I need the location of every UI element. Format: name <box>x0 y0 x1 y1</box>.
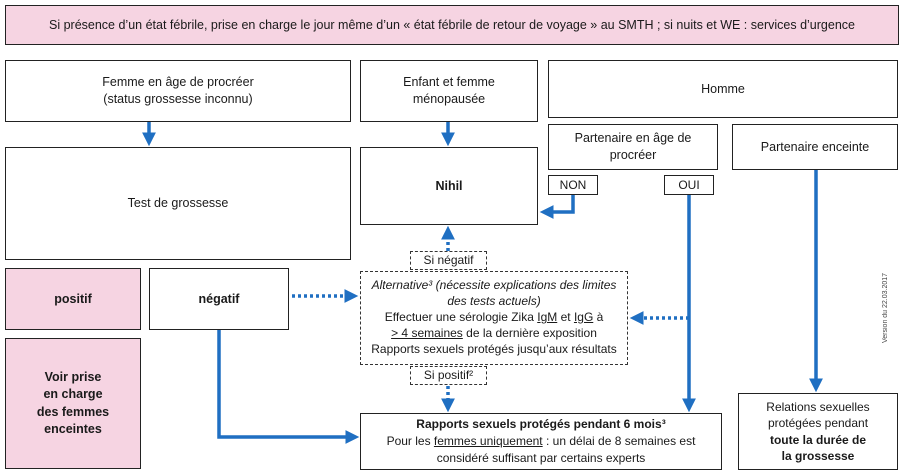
enfant-menopausee-box: Enfant et femme ménopausée <box>360 60 538 122</box>
alternative-note: (nécessite explications des limites <box>432 278 617 293</box>
homme-label: Homme <box>701 81 745 96</box>
voir-prise-box: Voir prise en charge des femmes enceinte… <box>5 338 141 469</box>
test-grossesse-label: Test de grossesse <box>127 196 229 211</box>
relations-box: Relations sexuelles protégées pendant to… <box>738 393 898 470</box>
relations-line4: la grossesse <box>781 448 855 463</box>
arrow-negatif-rapports <box>217 330 360 444</box>
banner-text: Si présence d’un état fébrile, prise en … <box>49 17 855 32</box>
partenaire-enceinte-box: Partenaire enceinte <box>732 124 898 170</box>
partenaire-enceinte-label: Partenaire enceinte <box>760 139 870 154</box>
alternative-box: Alternative³ (nécessite explications des… <box>360 271 628 365</box>
femme-procreer-box: Femme en âge de procréer (status grosses… <box>5 60 351 122</box>
rapports-line1c: : un délai de 8 semaines est <box>542 434 696 449</box>
si-positif-box: Si positif² <box>410 366 487 385</box>
alternative-note2: des tests actuels) <box>447 294 541 309</box>
fever-banner: Si présence d’un état fébrile, prise en … <box>5 5 899 45</box>
alternative-serologie: Effectuer une sérologie Zika IgM et IgG … <box>385 310 604 326</box>
voir-line2: en charge <box>43 387 103 401</box>
relations-line1: Relations sexuelles <box>766 400 870 415</box>
enfant-line1: Enfant et femme <box>403 75 495 90</box>
test-grossesse-box: Test de grossesse <box>5 147 351 260</box>
rapports-line2: considéré suffisant par certains experts <box>436 450 646 465</box>
rapports-title: Rapports sexuels protégés pendant 6 mois… <box>416 417 666 432</box>
rapports-box: Rapports sexuels protégés pendant 6 mois… <box>360 413 722 470</box>
rapports-femmes: femmes uniquement <box>433 434 543 449</box>
serologie-a: Effectuer une sérologie Zika <box>384 310 538 325</box>
voir-line3: des femmes <box>36 404 110 419</box>
non-label: NON <box>559 177 587 192</box>
nihil-label: Nihil <box>435 178 463 193</box>
femme-line2: (status grossesse inconnu) <box>103 92 253 106</box>
oui-box: OUI <box>664 175 714 195</box>
negatif-label: négatif <box>198 291 240 306</box>
partenaire-procreer-box: Partenaire en âge de procréer <box>548 124 718 170</box>
alternative-title: Alternative³ <box>371 278 433 293</box>
serologie-e: à <box>593 310 604 325</box>
si-positif-label: Si positif² <box>423 368 474 383</box>
rapports-line1: Pour les femmes uniquement : un délai de… <box>387 433 696 450</box>
rapports-line1a: Pour les <box>386 434 434 449</box>
partenaire-procreer-line1: Partenaire en âge de <box>574 131 692 146</box>
positif-label: positif <box>54 291 92 306</box>
serologie-c: et <box>557 310 574 325</box>
alternative-rapports: Rapports sexuels protégés jusqu’aux résu… <box>371 341 617 356</box>
delai-semaines: > 4 semaines <box>391 325 463 340</box>
voir-line4: enceintes <box>44 422 102 436</box>
nihil-box: Nihil <box>360 147 538 225</box>
serologie-igg: IgG <box>573 310 594 325</box>
enfant-line2: ménopausée <box>412 92 486 106</box>
voir-line1: Voir prise <box>44 369 102 384</box>
positif-box: positif <box>5 268 141 330</box>
relations-line3: toute la durée de <box>769 432 867 447</box>
femme-line1: Femme en âge de procréer <box>102 75 254 90</box>
arrow-non-nihil <box>539 195 575 219</box>
si-negatif-box: Si négatif <box>410 251 487 270</box>
alternative-delai: > 4 semaines de la dernière exposition <box>391 326 597 342</box>
relations-line2: protégées pendant <box>767 416 869 431</box>
non-box: NON <box>548 175 598 195</box>
negatif-box: négatif <box>149 268 289 330</box>
homme-box: Homme <box>548 60 898 118</box>
partenaire-procreer-line2: procréer <box>609 148 657 162</box>
oui-label: OUI <box>678 177 700 192</box>
serologie-igm: IgM <box>537 310 558 325</box>
alternative-title-row: Alternative³ (nécessite explications des… <box>372 278 617 294</box>
delai-rest: de la dernière exposition <box>462 325 597 340</box>
si-negatif-label: Si négatif <box>423 253 474 268</box>
